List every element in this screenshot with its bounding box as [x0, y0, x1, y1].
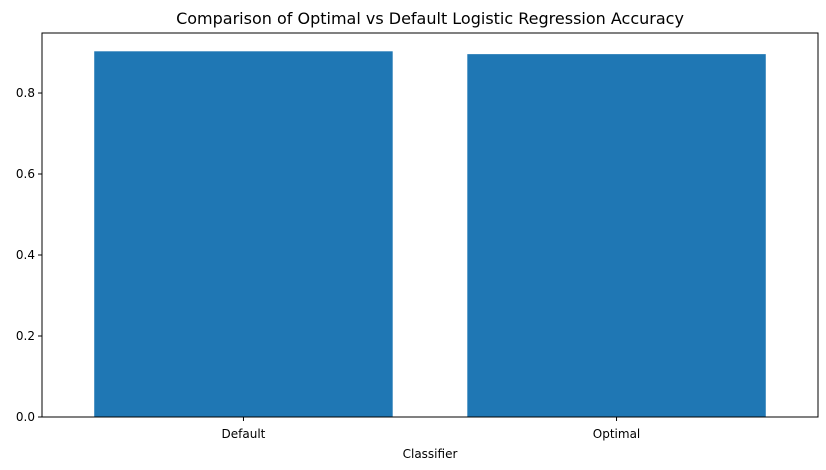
y-tick-label: 0.4	[16, 248, 35, 262]
x-axis-label: Classifier	[403, 447, 458, 461]
y-axis: 0.0 0.2 0.4 0.6 0.8	[16, 86, 42, 424]
bar-optimal	[467, 54, 766, 418]
chart-title: Comparison of Optimal vs Default Logisti…	[176, 9, 684, 28]
y-tick-label: 0.0	[16, 410, 35, 424]
x-axis: Default Optimal	[222, 417, 640, 441]
y-tick-label: 0.8	[16, 86, 35, 100]
x-tick-label: Optimal	[593, 427, 640, 441]
plot-frame	[41, 32, 819, 418]
x-tick-label: Default	[222, 427, 266, 441]
bars-group	[94, 51, 766, 418]
y-tick-label: 0.2	[16, 329, 35, 343]
y-tick-label: 0.6	[16, 167, 35, 181]
bar-default	[94, 51, 393, 418]
